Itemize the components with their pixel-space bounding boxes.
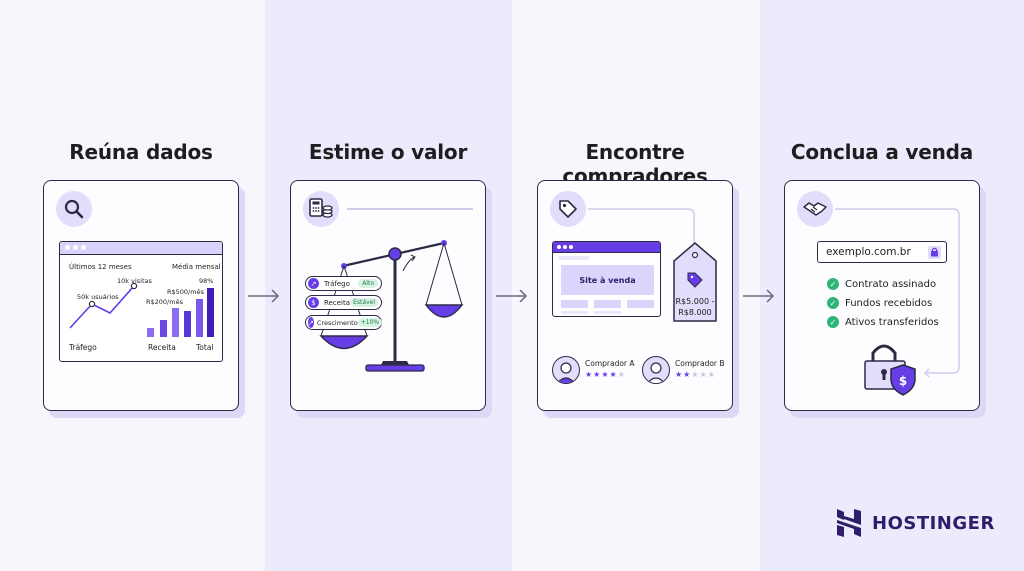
check-icon: ✓ <box>827 278 839 290</box>
lock-shield-icon: $ <box>864 344 916 396</box>
window-titlebar <box>60 242 222 255</box>
factor-badge: +10% <box>357 318 383 327</box>
total-footer: Total <box>196 343 214 352</box>
checklist-label: Contrato assinado <box>845 278 937 290</box>
factor-growth: ↗ Crescimento +10% <box>305 315 383 330</box>
calculator-coins-icon <box>303 191 339 227</box>
arrow-right-icon <box>496 289 528 303</box>
divider <box>347 208 473 210</box>
checklist-item-3: ✓ Ativos transferidos <box>827 316 939 328</box>
price-range-line2: R$8.000 <box>678 308 712 317</box>
factor-traffic: ↗ Tráfego Alto <box>305 276 382 291</box>
magnifier-icon <box>56 191 92 227</box>
domain-field: exemplo.com.br <box>817 241 947 263</box>
svg-text:$: $ <box>899 374 907 388</box>
card-find-buyers: Site à venda R$5.000 - R$8.000 Comprador… <box>537 180 733 411</box>
growth-icon: ↗ <box>308 317 314 328</box>
checklist-label: Fundos recebidos <box>845 297 933 309</box>
buyer-a-rating: ★★★★★ <box>585 370 626 379</box>
checklist-item-1: ✓ Contrato assinado <box>827 278 936 290</box>
buyer-a-avatar <box>552 356 580 384</box>
buyer-b-rating: ★★★★★ <box>675 370 716 379</box>
step-title-3: Encontre compradores <box>562 140 708 188</box>
connector-line <box>588 208 695 243</box>
price-tag-icon <box>550 191 586 227</box>
padlock-icon <box>928 245 941 259</box>
revenue-bar-chart <box>147 288 214 337</box>
checklist-label: Ativos transferidos <box>845 316 939 328</box>
connector-line <box>835 208 960 378</box>
card-close-sale: exemplo.com.br ✓ Contrato assinado ✓ Fun… <box>784 180 980 411</box>
checklist-item-2: ✓ Fundos recebidos <box>827 297 932 309</box>
traffic-footer: Tráfego <box>69 343 97 352</box>
factor-label: Receita <box>324 298 350 307</box>
card-gather-data: Últimos 12 meses Média mensal 10k visita… <box>43 180 239 411</box>
check-icon: ✓ <box>827 316 839 328</box>
traffic-line-chart <box>69 282 138 329</box>
trend-up-icon: ↗ <box>308 278 319 289</box>
factor-badge: Estável <box>350 298 378 307</box>
dollar-icon: $ <box>308 297 319 308</box>
factor-badge: Alto <box>358 279 378 288</box>
buyer-a-name: Comprador A <box>585 359 635 368</box>
arrow-right-icon <box>743 289 775 303</box>
average-label: Média mensal <box>172 263 221 271</box>
step-title-4: Conclua a venda <box>790 140 974 164</box>
card-estimate-value: ↗ Tráfego Alto $ Receita Estável ↗ Cresc… <box>290 180 486 411</box>
step-title-1: Reúna dados <box>69 140 213 164</box>
site-for-sale-window: Site à venda <box>552 241 661 317</box>
revenue-high-label: R$500/mês <box>167 288 204 296</box>
factor-revenue: $ Receita Estável <box>305 295 382 310</box>
buyer-b-name: Comprador B <box>675 359 725 368</box>
factor-label: Crescimento <box>316 318 358 327</box>
handshake-icon <box>797 191 833 227</box>
arrow-right-icon <box>248 289 280 303</box>
period-label: Últimos 12 meses <box>69 263 132 271</box>
brand-name: HOSTINGER <box>872 512 995 534</box>
revenue-footer: Receita <box>148 343 176 352</box>
analytics-window: Últimos 12 meses Média mensal 10k visita… <box>59 241 223 362</box>
hostinger-logo: HOSTINGER <box>836 508 995 538</box>
price-tag-shape <box>673 242 717 322</box>
factor-label: Tráfego <box>324 279 350 288</box>
step-title-2: Estime o valor <box>308 140 468 164</box>
users-label: 50k usuários <box>77 293 119 301</box>
percent-label: 98% <box>199 277 214 285</box>
domain-name: exemplo.com.br <box>826 246 911 258</box>
site-for-sale-banner: Site à venda <box>561 265 654 295</box>
buyer-b-avatar <box>642 356 670 384</box>
price-range-line1: R$5.000 - <box>675 297 715 306</box>
check-icon: ✓ <box>827 297 839 309</box>
window-titlebar <box>553 242 660 253</box>
hostinger-mark-icon <box>837 509 861 537</box>
revenue-low-label: R$200/mês <box>146 298 183 306</box>
visits-label: 10k visitas <box>117 277 152 285</box>
